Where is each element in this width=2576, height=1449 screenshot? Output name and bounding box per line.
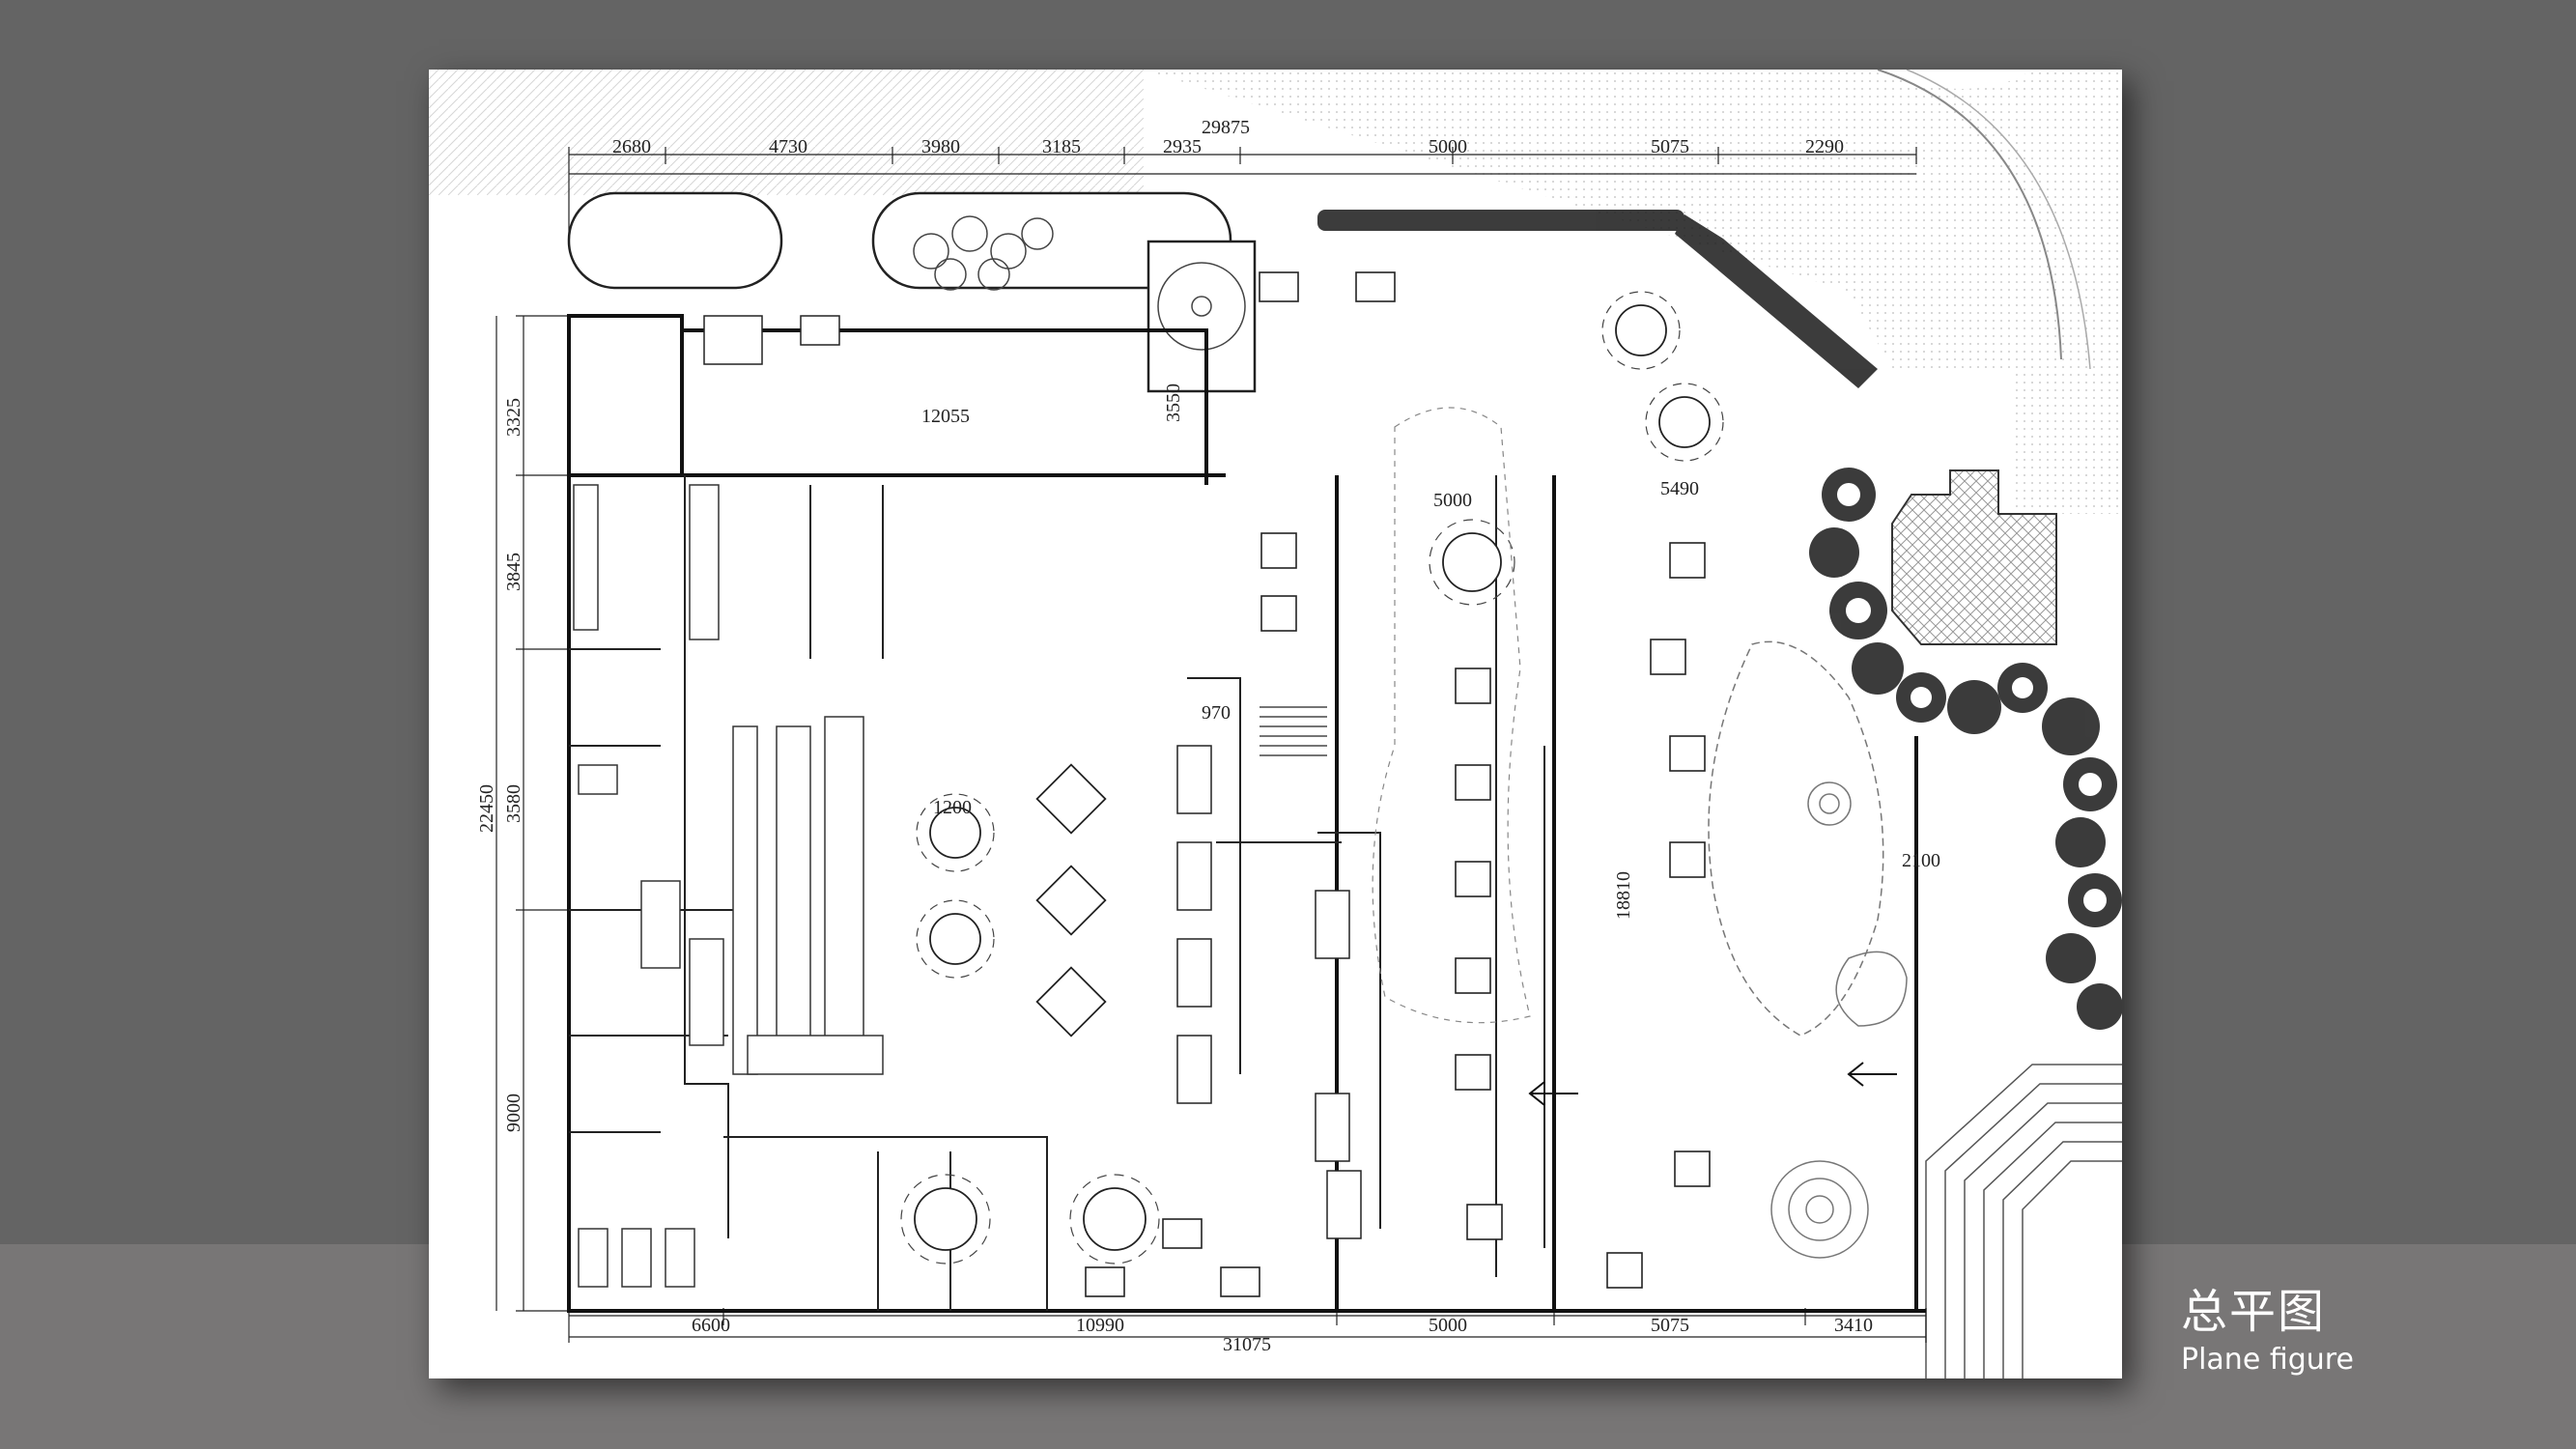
- paving-area: [429, 70, 1144, 195]
- building-walls: [567, 314, 1926, 1313]
- bottom-dimension-labels: 6600 10990 5000 5075 3410 31075: [692, 1315, 1873, 1355]
- tree-belt: [1317, 210, 2122, 1030]
- top-dim-3: 3980: [921, 136, 960, 157]
- entry-arrows: [1528, 1062, 1897, 1106]
- top-dim-7: 5075: [1651, 136, 1689, 157]
- top-dim-1: 2680: [612, 136, 651, 157]
- site-landscape: [1144, 70, 2122, 514]
- left-dim-3: 3580: [503, 784, 524, 823]
- top-dimension-labels: 2680 4730 3980 3185 2935 5000 5075 2290 …: [612, 117, 1844, 157]
- floor-plan-sheet: 2680 4730 3980 3185 2935 5000 5075 2290 …: [429, 70, 2122, 1378]
- bottom-dim-4: 5075: [1651, 1315, 1689, 1336]
- bottom-dim-2: 10990: [1076, 1315, 1124, 1336]
- interior-walls: [569, 475, 1545, 1311]
- inner-dim-8: 2100: [1902, 850, 1940, 871]
- top-dim-6: 5000: [1429, 136, 1467, 157]
- top-dim-8: 2290: [1805, 136, 1844, 157]
- bottom-dim-5: 3410: [1834, 1315, 1873, 1336]
- square-tables: [1085, 271, 1711, 1297]
- top-dim-5: 2935: [1163, 136, 1202, 157]
- stairs: [1260, 706, 1327, 756]
- inner-dim-2: 3550: [1163, 384, 1184, 422]
- round-table-chairs: [900, 291, 1724, 1264]
- top-dim-total: 29875: [1202, 117, 1250, 138]
- inner-dim-6: 970: [1202, 702, 1231, 724]
- left-dim-1: 3325: [503, 398, 524, 437]
- caption-title-cn: 总平图: [2181, 1285, 2327, 1339]
- inner-dim-3: 5000: [1433, 490, 1472, 511]
- planter-plants: [913, 215, 1246, 351]
- left-dim-2: 3845: [503, 553, 524, 591]
- bottom-dimension-line: [568, 1308, 1927, 1343]
- landscape-pond: [1708, 640, 1908, 1259]
- tree-belt-highlights: [1837, 483, 2107, 912]
- kitchen-equipment: [573, 484, 884, 1288]
- left-dimension-line: [495, 315, 569, 1312]
- left-dim-4: 9000: [503, 1094, 524, 1132]
- left-dimension-labels: 3325 3845 3580 9000 22450: [476, 398, 524, 1132]
- top-dim-4: 3185: [1042, 136, 1081, 157]
- top-dim-2: 4730: [769, 136, 807, 157]
- diamond-tables: [1035, 763, 1107, 1037]
- inner-dim-5: 1200: [933, 797, 972, 818]
- top-dimension-line: [568, 147, 1917, 234]
- floor-plan-drawing: 2680 4730 3980 3185 2935 5000 5075 2290 …: [429, 70, 2122, 1378]
- left-dim-total: 22450: [476, 784, 497, 833]
- inner-dim-4: 5490: [1660, 478, 1699, 499]
- inner-dim-7: 18810: [1613, 871, 1634, 920]
- round-tables: [914, 304, 1711, 1251]
- booth-seating: [703, 315, 1362, 1239]
- inner-dim-1: 12055: [921, 406, 970, 427]
- paved-courtyard: [1891, 469, 2057, 645]
- bottom-dim-total: 31075: [1223, 1334, 1271, 1355]
- caption-title-en: Plane figure: [2181, 1343, 2354, 1377]
- bottom-dim-3: 5000: [1429, 1315, 1467, 1336]
- entry-steps: [1925, 1064, 2122, 1378]
- planters: [567, 191, 1257, 393]
- inner-dimension-labels: 12055 3550 5000 5490 1200 970 18810 2100: [921, 384, 1940, 920]
- bottom-dim-1: 6600: [692, 1315, 730, 1336]
